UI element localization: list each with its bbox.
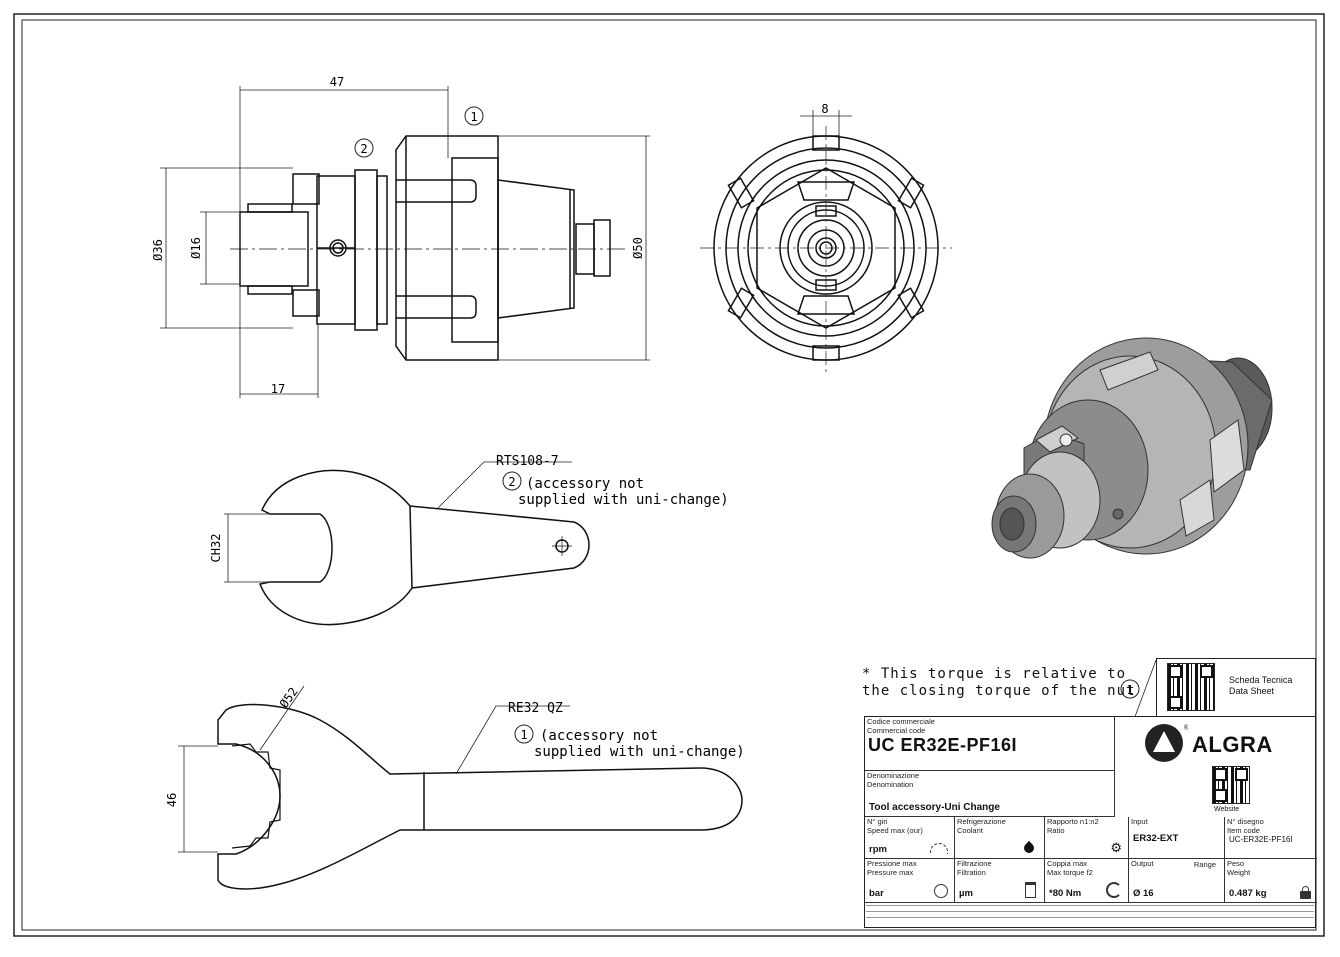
dim-ch32: CH32: [209, 534, 223, 563]
website-qr-code[interactable]: [1212, 766, 1250, 804]
title-block: Codice commerciale Commercial code UC ER…: [864, 716, 1317, 928]
spec-input: Input ER32-EXT: [1129, 817, 1225, 859]
lock-icon: [1300, 891, 1311, 899]
svg-text:®: ®: [1184, 723, 1188, 732]
gears-icon: ⚙: [1110, 840, 1122, 855]
front-view-centerlines: [700, 126, 952, 372]
svg-text:1: 1: [470, 110, 477, 124]
svg-text:1: 1: [1126, 683, 1133, 697]
datasheet-box: Scheda Tecnica Data Sheet: [1156, 658, 1316, 716]
svg-text:2: 2: [360, 142, 367, 156]
isometric-view: [991, 337, 1273, 559]
torque-note-line-2: the closing torque of the nut: [862, 683, 1136, 699]
outer-frame: [13, 13, 1325, 937]
coolant-drop-icon: [1021, 840, 1037, 856]
legal-fine-print: [866, 902, 1314, 926]
small-wrench-note-1: (accessory not: [526, 476, 644, 492]
small-wrench-note-2: supplied with uni-change): [518, 492, 729, 508]
balloon-2-side: 2: [354, 138, 374, 158]
dim-dia-50: Ø50: [631, 237, 645, 259]
side-view-dimensions: [160, 86, 650, 398]
denomination-value: Tool accessory-Uni Change: [869, 802, 1000, 813]
small-wrench-dimension: [224, 461, 572, 583]
torque-note-line-1: * This torque is relative to: [862, 666, 1127, 682]
svg-text:2: 2: [508, 475, 515, 489]
commercial-code-label-en: Commercial code: [867, 726, 926, 735]
datasheet-label-it: Scheda Tecnica: [1229, 675, 1293, 685]
balloon-1-note: 1: [1120, 679, 1140, 699]
dim-width-8: 8: [821, 102, 828, 116]
denomination-label-it: Denominazione: [867, 771, 920, 780]
dim-dia-36: Ø36: [151, 239, 165, 261]
large-wrench-part: RE32 QZ: [508, 701, 563, 716]
algra-logo-icon: ®: [1145, 723, 1188, 762]
dim-46: 46: [165, 793, 179, 807]
commercial-code-value: UC ER32E-PF16I: [868, 735, 1018, 755]
pressure-gauge-icon: [934, 884, 948, 898]
speed-gauge-icon: [930, 843, 948, 854]
side-view: [230, 135, 625, 361]
svg-text:1: 1: [520, 728, 527, 742]
commercial-code-cell: Codice commerciale Commercial code UC ER…: [865, 717, 1115, 771]
datasheet-label-en: Data Sheet: [1229, 686, 1275, 696]
large-wrench: [217, 703, 743, 890]
balloon-2-wrench: 2: [502, 471, 522, 491]
torque-icon: [1106, 882, 1122, 898]
denomination-cell: Denominazione Denomination Tool accessor…: [865, 771, 1115, 817]
spec-output: Output Range Ø 16: [1129, 859, 1225, 903]
large-wrench-note-1: (accessory not: [540, 728, 658, 744]
balloon-1-side: 1: [464, 106, 484, 126]
inner-frame: [21, 19, 1317, 931]
brand-name: ALGRA: [1192, 732, 1273, 757]
dim-dia-16: Ø16: [189, 237, 203, 259]
large-wrench-note-2: supplied with uni-change): [534, 744, 745, 760]
dim-17: 17: [271, 382, 285, 396]
balloon-1-wrench: 1: [514, 724, 534, 744]
dim-47: 47: [330, 75, 344, 89]
datasheet-qr-code[interactable]: [1167, 663, 1215, 711]
commercial-code-label-it: Codice commerciale: [867, 717, 935, 726]
large-wrench-dimension: [178, 685, 570, 853]
front-view-dimension: [800, 110, 852, 136]
denomination-label-en: Denomination: [867, 780, 914, 789]
website-label: Website: [1214, 806, 1240, 813]
filter-bin-icon: [1025, 882, 1036, 898]
small-wrench: [258, 469, 590, 626]
small-wrench-part: RTS108-7: [496, 454, 559, 469]
